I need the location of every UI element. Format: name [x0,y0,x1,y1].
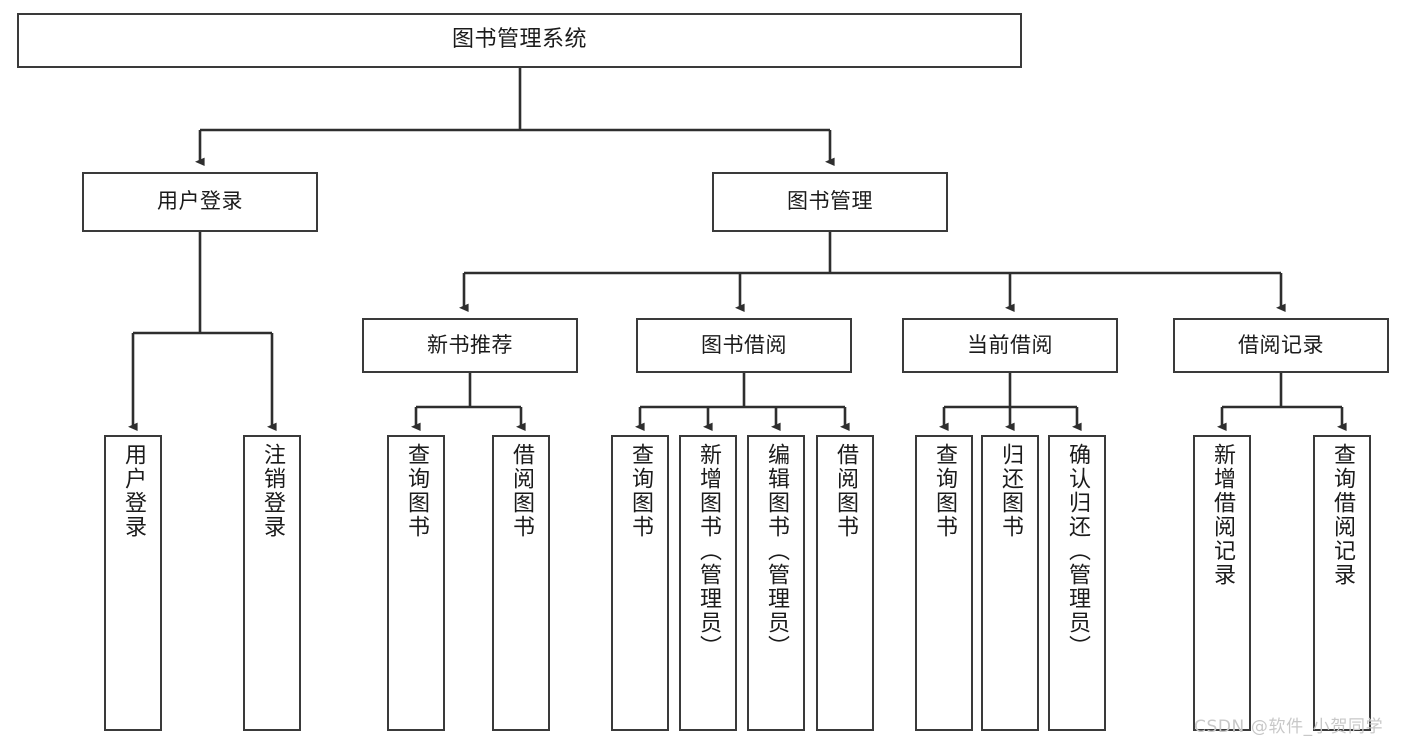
node-leaf-query-book-borrow[interactable]: 查询图书 [611,435,669,731]
node-user-login[interactable]: 用户登录 [82,172,318,232]
node-label: 查询图书 [932,443,957,539]
node-book-borrowing[interactable]: 图书借阅 [636,318,852,373]
node-label: 编辑图书（管理员） [764,443,789,659]
node-leaf-query-borrow-record[interactable]: 查询借阅记录 [1313,435,1371,731]
node-label: 新增借阅记录 [1210,443,1235,587]
node-label: 用户登录 [157,189,243,214]
node-label: 图书管理 [787,189,873,214]
node-borrowing-record[interactable]: 借阅记录 [1173,318,1389,373]
node-leaf-query-book-current[interactable]: 查询图书 [915,435,973,731]
node-label: 归还图书 [998,443,1023,539]
csdn-watermark: CSDN @软件_小贺同学 [1194,717,1384,737]
node-label: 用户登录 [121,443,146,539]
node-label: 图书借阅 [701,332,787,357]
node-label: 确认归还（管理员） [1065,443,1090,659]
node-new-book-recommendation[interactable]: 新书推荐 [362,318,578,373]
node-book-management[interactable]: 图书管理 [712,172,948,232]
node-leaf-logout[interactable]: 注销登录 [243,435,301,731]
node-label: 新增图书（管理员） [696,443,721,659]
node-leaf-query-book-new-rec[interactable]: 查询图书 [387,435,445,731]
node-leaf-user-login[interactable]: 用户登录 [104,435,162,731]
node-leaf-confirm-return[interactable]: 确认归还（管理员） [1048,435,1106,731]
node-label: 借阅图书 [833,443,858,539]
node-leaf-borrow-book[interactable]: 借阅图书 [816,435,874,731]
node-leaf-return-book[interactable]: 归还图书 [981,435,1039,731]
node-leaf-add-book[interactable]: 新增图书（管理员） [679,435,737,731]
node-label: 查询图书 [404,443,429,539]
node-label: 借阅图书 [509,443,534,539]
node-label: 新书推荐 [427,332,513,357]
node-leaf-add-borrow-record[interactable]: 新增借阅记录 [1193,435,1251,731]
node-label: 注销登录 [260,443,285,539]
node-label: 借阅记录 [1238,332,1324,357]
node-label: 当前借阅 [967,332,1053,357]
node-current-borrowing[interactable]: 当前借阅 [902,318,1118,373]
node-label: 图书管理系统 [451,27,587,53]
node-leaf-borrow-book-new-rec[interactable]: 借阅图书 [492,435,550,731]
node-label: 查询借阅记录 [1330,443,1355,587]
node-label: 查询图书 [628,443,653,539]
node-leaf-edit-book[interactable]: 编辑图书（管理员） [747,435,805,731]
node-root-book-management-system[interactable]: 图书管理系统 [17,13,1022,68]
